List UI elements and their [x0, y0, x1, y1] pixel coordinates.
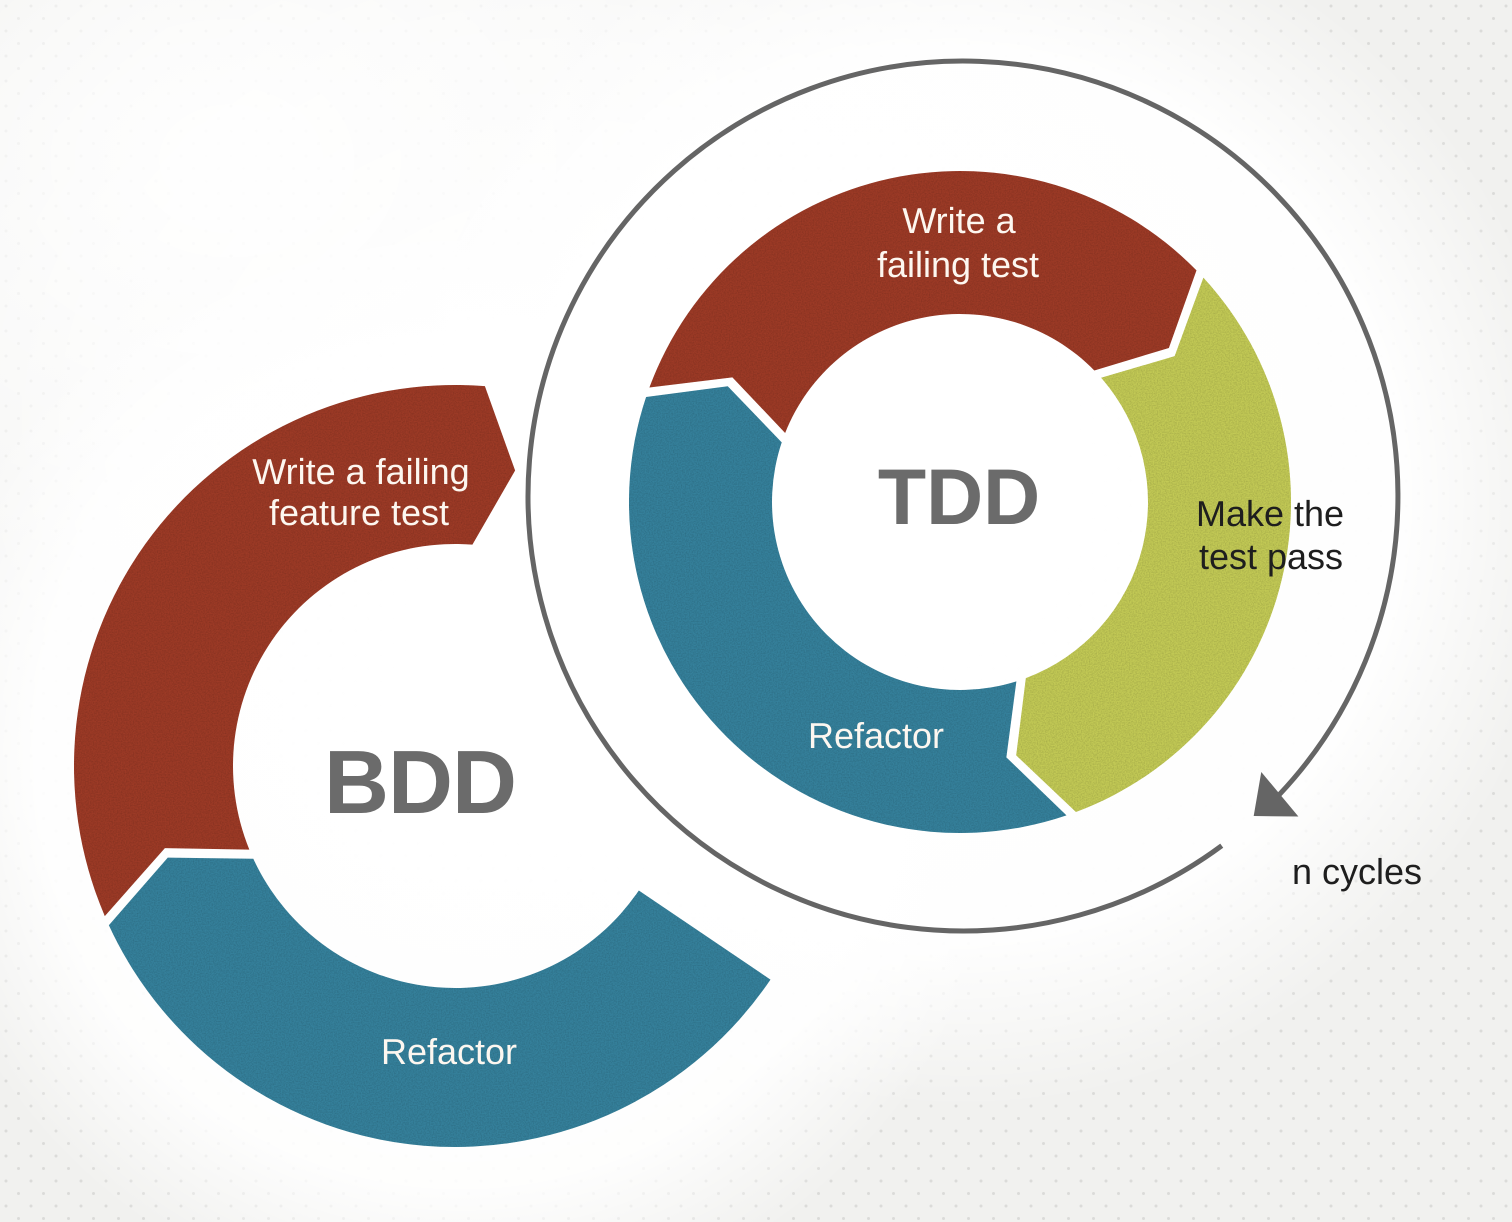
- tdd-step-label-refactor: Refactor: [808, 715, 944, 756]
- tdd-step-label-write-a: Write a: [902, 200, 1016, 241]
- bdd-title: BDD: [324, 733, 516, 833]
- bdd-step-label-write-a-failing: Write a failing: [252, 451, 469, 492]
- tdd-title: TDD: [878, 452, 1040, 541]
- n-cycles-ring: [525, 58, 1401, 934]
- grain-bdd-blue: [108, 857, 771, 1147]
- grain-tdd-blue: [628, 386, 1067, 834]
- tdd-step-label-make-the: Make the: [1196, 493, 1344, 534]
- cycle-arrowhead-icon: [1253, 771, 1299, 817]
- tdd-step-label-failing-test: failing test: [877, 244, 1039, 285]
- tdd-step-label-test-pass: test pass: [1199, 536, 1343, 577]
- bdd-step-label-feature-test: feature test: [269, 492, 449, 533]
- grain-texture: [73, 170, 1292, 1147]
- grain-tdd-green-extra: [1016, 277, 1292, 813]
- n-cycles-label: n cycles: [1292, 851, 1422, 892]
- grain-bdd-red: [73, 384, 516, 917]
- bdd-step-label-refactor: Refactor: [381, 1031, 517, 1072]
- cycle-ring-arc: [525, 58, 1401, 934]
- grain-tdd-red: [649, 170, 1197, 433]
